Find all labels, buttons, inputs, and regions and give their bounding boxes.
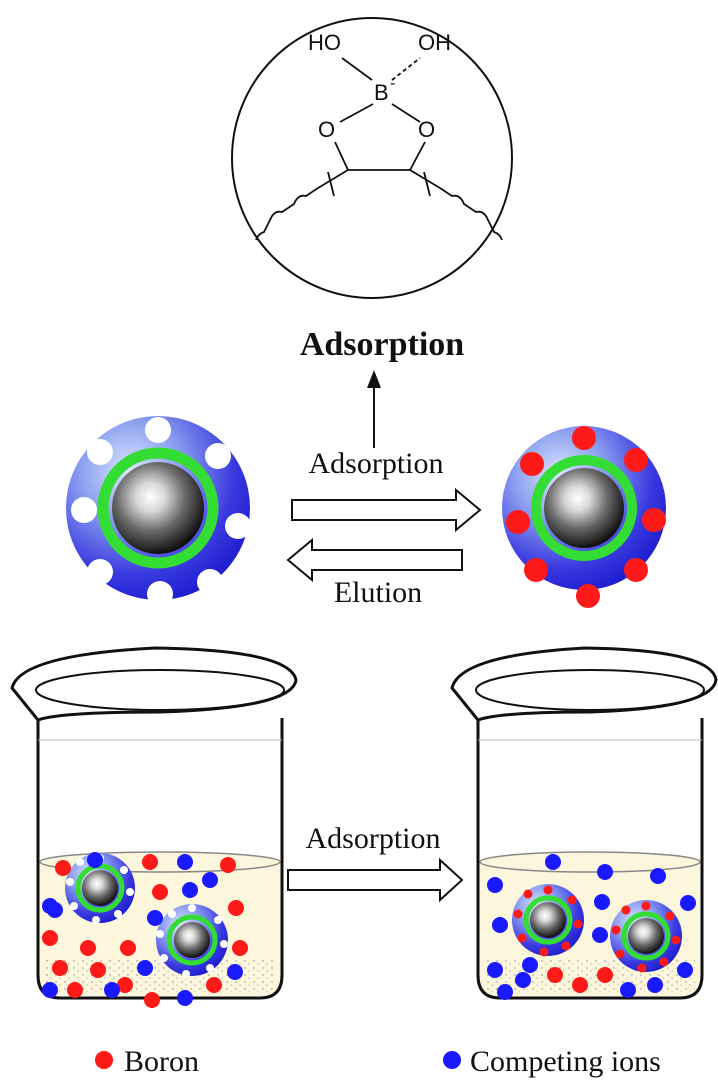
back-arrow-label: Elution <box>334 576 422 609</box>
hydroxyl-right: OH <box>418 30 451 55</box>
inset-circle <box>231 17 513 299</box>
boron-atom: B <box>374 80 389 105</box>
beaker-after <box>450 646 718 1000</box>
legend-competing-dot <box>443 1051 461 1069</box>
bead-before-adsorption <box>66 416 251 607</box>
oxygen-left: O <box>318 117 335 142</box>
legend-boron-dot <box>95 1051 113 1069</box>
adsorption-title: Adsorption <box>300 326 464 363</box>
legend: Boron Competing ions <box>95 1045 661 1078</box>
small-bead-2 <box>156 904 228 978</box>
hydroxyl-left: HO <box>308 30 341 55</box>
legend-boron-label: Boron <box>124 1045 199 1078</box>
back-arrow <box>286 537 463 583</box>
molecule-bonds <box>255 57 503 241</box>
forward-arrow <box>291 487 482 533</box>
forward-arrow-label: Adsorption <box>309 447 444 480</box>
competing-ions-left <box>42 852 243 1006</box>
molecule-inset: HO OH B - O O <box>231 17 513 299</box>
legend-competing-label: Competing ions <box>470 1045 661 1078</box>
bead-after-adsorption <box>502 426 666 608</box>
small-bead-1 <box>65 853 135 924</box>
small-bead-3 <box>512 884 584 957</box>
small-bead-4 <box>610 900 682 973</box>
beaker-arrow-label: Adsorption <box>306 822 441 855</box>
bound-boron-sites <box>506 426 666 608</box>
boron-charge: - <box>390 75 395 92</box>
empty-binding-sites <box>71 417 251 607</box>
boron-ions-left <box>42 854 248 1008</box>
oxygen-right: O <box>418 117 435 142</box>
beaker-arrow <box>287 857 464 903</box>
beaker-before <box>10 646 298 1008</box>
boron-ions-right <box>547 967 613 993</box>
competing-ions-right <box>487 854 696 1000</box>
up-arrow <box>367 370 381 448</box>
